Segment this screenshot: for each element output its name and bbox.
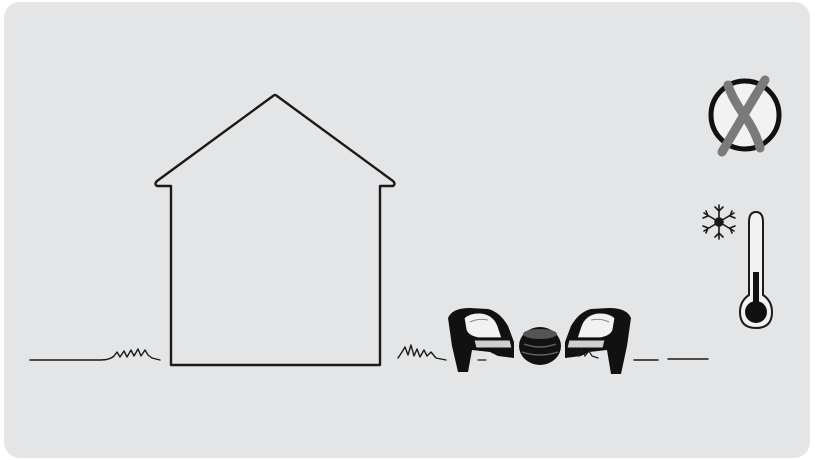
armchair-right [565, 308, 631, 374]
ground-middle [398, 345, 446, 360]
house-outline-icon [156, 95, 395, 365]
ground-left [30, 349, 160, 360]
ground-right [634, 359, 708, 360]
thermometer-cold-icon [740, 212, 772, 328]
round-side-table [519, 327, 561, 365]
armchair-left [448, 308, 514, 372]
sun-crossed-out-icon[interactable] [711, 80, 779, 152]
snowflake-icon [703, 205, 735, 239]
patio-furniture-icon [448, 308, 631, 374]
